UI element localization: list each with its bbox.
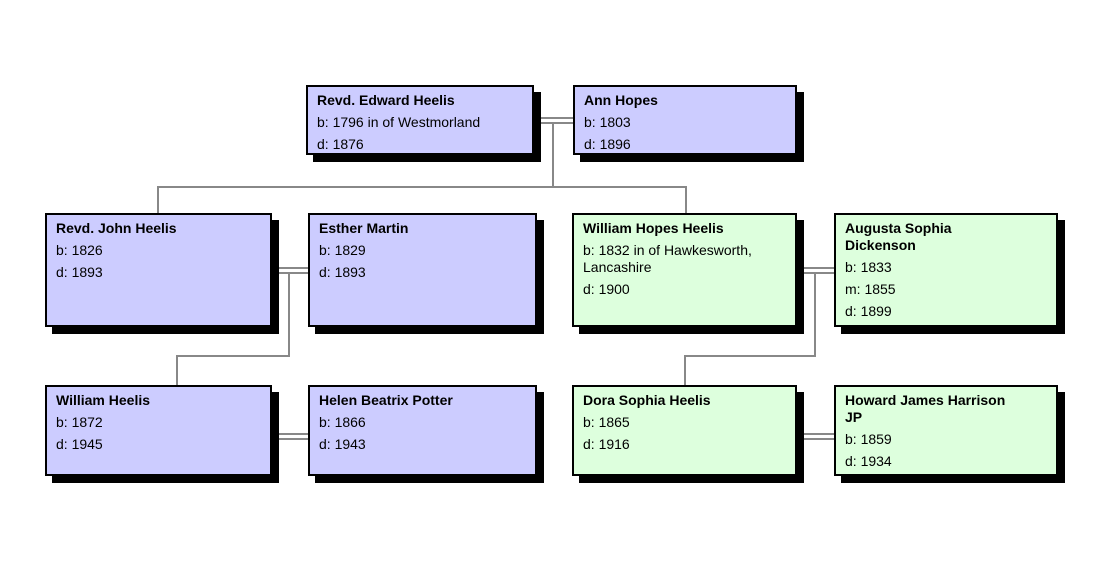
person-detail: m: 1855 [845,281,896,297]
person-detail: b: 1829 [319,242,366,258]
person-detail: d: 1899 [845,303,892,319]
descent-bar-dora [684,355,816,357]
marriage-line [796,433,836,435]
person-name: Augusta Sophia Dickenson [845,220,952,253]
person-detail: d: 1943 [319,436,366,452]
person-box-dora-heelis[interactable]: Dora Sophia Heelis b: 1865 d: 1916 [572,385,797,476]
person-details: b: 1796 in of Westmorland d: 1876 [317,114,524,153]
person-detail: b: 1872 [56,414,103,430]
person-detail: d: 1900 [583,281,630,297]
marriage-line [271,438,310,440]
marriage-line [796,438,836,440]
person-details: b: 1872 d: 1945 [56,414,262,453]
person-box-john-heelis[interactable]: Revd. John Heelis b: 1826 d: 1893 [45,213,272,327]
person-name: Howard James Harrison JP [845,392,1006,425]
marriage-line [796,272,836,274]
person-box-howard-harrison[interactable]: Howard James Harrison JP b: 1859 d: 1934 [834,385,1058,476]
person-details: b: 1803 d: 1896 [584,114,787,153]
person-box-helen-beatrix-potter[interactable]: Helen Beatrix Potter b: 1866 d: 1943 [308,385,537,476]
descent-drop-william [176,355,178,385]
marriage-line [271,267,310,269]
person-detail: d: 1893 [56,264,103,280]
person-box-esther-martin[interactable]: Esther Martin b: 1829 d: 1893 [308,213,537,327]
marriage-line [533,117,575,119]
sibling-bar-gen2 [157,186,687,188]
person-details: b: 1826 d: 1893 [56,242,262,281]
descent-stem-williamhopes-augusta [814,272,816,357]
person-detail: d: 1893 [319,264,366,280]
person-details: b: 1865 d: 1916 [583,414,787,453]
person-details: b: 1866 d: 1943 [319,414,527,453]
person-box-william-hopes-heelis[interactable]: William Hopes Heelis b: 1832 in of Hawke… [572,213,797,327]
person-name: Dora Sophia Heelis [583,392,711,408]
person-detail: b: 1866 [319,414,366,430]
person-details: b: 1833 m: 1855 d: 1899 [845,259,1048,320]
person-detail: b: 1859 [845,431,892,447]
person-box-ann-hopes[interactable]: Ann Hopes b: 1803 d: 1896 [573,85,797,155]
person-box-augusta-dickenson[interactable]: Augusta Sophia Dickenson b: 1833 m: 1855 d… [834,213,1058,327]
marriage-connector-william-helen [271,433,310,440]
person-detail: d: 1945 [56,436,103,452]
person-detail: d: 1916 [583,436,630,452]
person-detail: d: 1934 [845,453,892,469]
person-detail: d: 1896 [584,136,631,152]
descent-drop-john [157,186,159,213]
marriage-line [796,267,836,269]
person-name: Revd. John Heelis [56,220,177,236]
person-name: William Hopes Heelis [583,220,724,236]
person-detail: b: 1832 in of Hawkesworth, Lancashire [583,242,752,275]
person-name: Revd. Edward Heelis [317,92,455,108]
marriage-connector-john-esther [271,267,310,274]
person-detail: b: 1803 [584,114,631,130]
descent-stem-john-esther [288,272,290,357]
person-detail: b: 1833 [845,259,892,275]
person-details: b: 1832 in of Hawkesworth, Lancashire d: … [583,242,787,298]
person-detail: b: 1796 in of Westmorland [317,114,481,130]
marriage-line [271,433,310,435]
marriage-connector-edward-ann [533,117,575,124]
person-details: b: 1829 d: 1893 [319,242,527,281]
marriage-line [533,122,575,124]
person-name: Esther Martin [319,220,409,236]
descent-drop-dora [684,355,686,385]
marriage-line [271,272,310,274]
marriage-connector-dora-howard [796,433,836,440]
person-name: William Heelis [56,392,151,408]
person-details: b: 1859 d: 1934 [845,431,1048,470]
person-detail: d: 1876 [317,136,364,152]
descent-drop-william-hopes [685,186,687,213]
person-detail: b: 1865 [583,414,630,430]
descent-stem-gen1 [552,122,554,188]
marriage-connector-williamhopes-augusta [796,267,836,274]
person-name: Ann Hopes [584,92,658,108]
descent-bar-william [176,355,290,357]
person-detail: b: 1826 [56,242,103,258]
person-box-edward-heelis[interactable]: Revd. Edward Heelis b: 1796 in of Westmo… [306,85,534,155]
person-name: Helen Beatrix Potter [319,392,453,408]
person-box-william-heelis[interactable]: William Heelis b: 1872 d: 1945 [45,385,272,476]
